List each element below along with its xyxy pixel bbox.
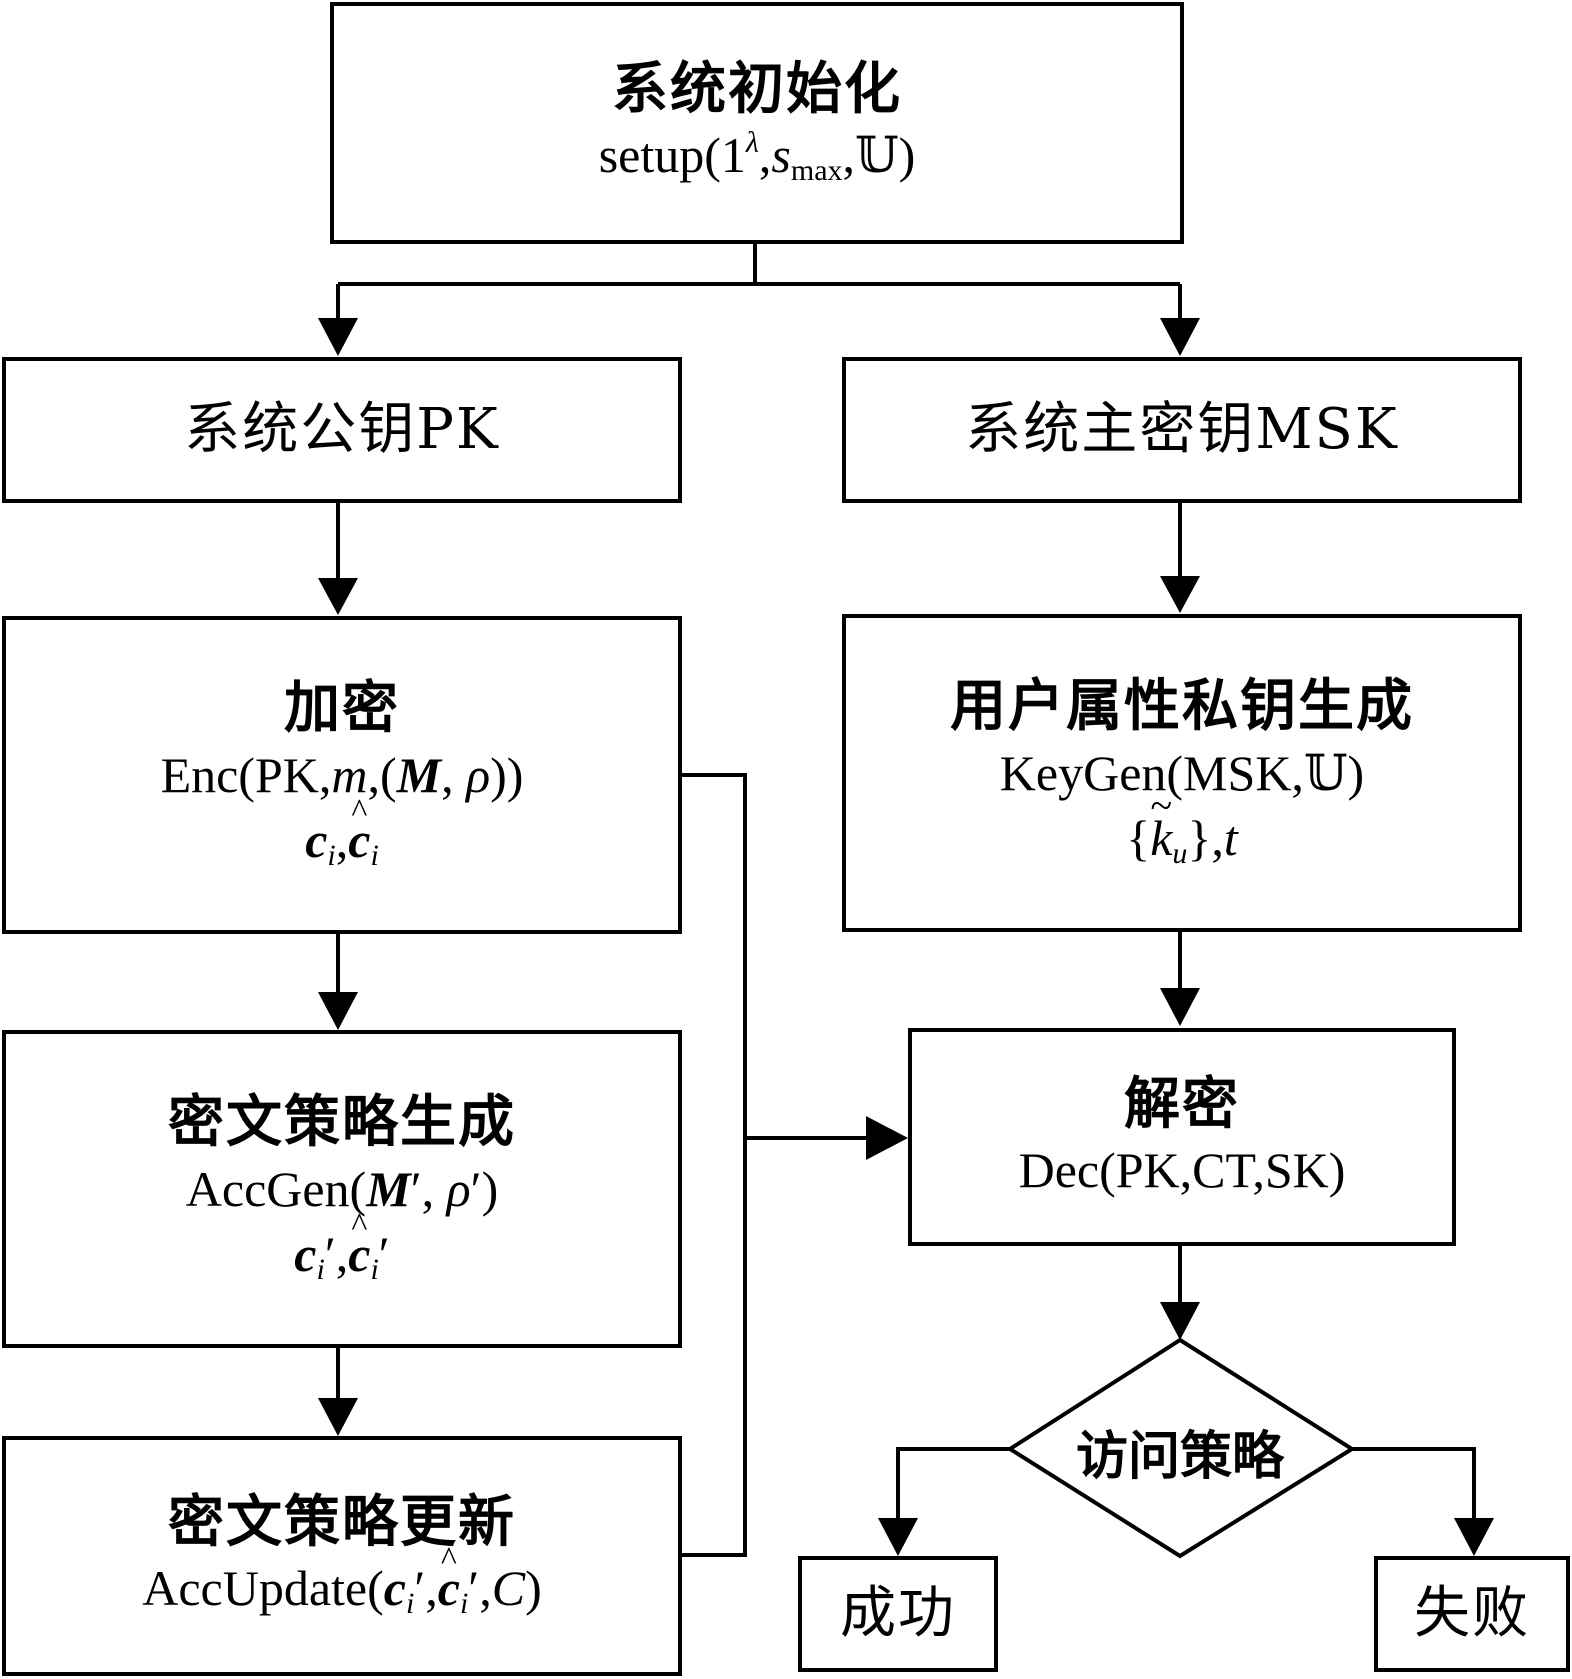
arrowhead-to-fail [1454, 1518, 1494, 1556]
node-dec: 解密 Dec(PK,CT,SK) [908, 1028, 1456, 1246]
node-keygen-output: {ku},t [1126, 806, 1238, 873]
node-enc-title: 加密 [284, 675, 400, 742]
node-accgen-output: ci′,ci′ [294, 1222, 389, 1289]
node-fail-title: 失败 [1414, 1581, 1530, 1647]
node-enc-expr: Enc(PK,m,(M, ρ)) [160, 746, 524, 803]
node-pk: 系统公钥PK [2, 357, 682, 503]
connector-policy-success [896, 1447, 1010, 1520]
node-accupdate-title: 密文策略更新 [168, 1488, 516, 1555]
node-msk: 系统主密钥MSK [842, 357, 1522, 503]
node-setup-expr: setup(1λ,smax,𝕌) [598, 126, 916, 188]
node-setup: 系统初始化 setup(1λ,smax,𝕌) [330, 2, 1184, 244]
arrowhead-to-dec [1160, 988, 1200, 1026]
arrowhead-to-policy [1160, 1302, 1200, 1340]
arrowhead-to-msk [1160, 318, 1200, 356]
node-keygen: 用户属性私钥生成 KeyGen(MSK,𝕌) {ku},t [842, 614, 1522, 932]
node-keygen-expr: KeyGen(MSK,𝕌) [999, 744, 1365, 801]
arrowhead-to-enc [318, 578, 358, 615]
node-policy-label: 访问策略 [1075, 1426, 1284, 1487]
node-success: 成功 [798, 1556, 998, 1672]
connector-side-bus [680, 773, 747, 1557]
node-accgen: 密文策略生成 AccGen(M′, ρ′) ci′,ci′ [2, 1030, 682, 1348]
node-dec-expr: Dec(PK,CT,SK) [1018, 1142, 1346, 1199]
node-msk-title: 系统主密钥MSK [965, 397, 1399, 463]
node-fail: 失败 [1374, 1556, 1570, 1672]
node-success-title: 成功 [840, 1581, 956, 1647]
node-accupdate-expr: AccUpdate(ci′,ci′,C) [142, 1556, 542, 1623]
arrowhead-to-accgen [318, 992, 358, 1030]
node-enc-output: ci,ci [305, 808, 379, 875]
arrowhead-to-pk [318, 318, 358, 356]
node-accupdate: 密文策略更新 AccUpdate(ci′,ci′,C) [2, 1436, 682, 1676]
node-setup-title: 系统初始化 [612, 55, 902, 122]
node-accgen-expr: AccGen(M′, ρ′) [185, 1160, 499, 1217]
connector-policy-fail [1352, 1447, 1476, 1520]
arrowhead-to-accupdate [318, 1398, 358, 1436]
arrowhead-to-dec-side [866, 1116, 908, 1160]
node-keygen-title: 用户属性私钥生成 [950, 673, 1414, 740]
node-accgen-title: 密文策略生成 [168, 1089, 516, 1156]
policy-diamond [1006, 1337, 1356, 1559]
node-pk-title: 系统公钥PK [184, 397, 500, 463]
arrowhead-to-keygen [1160, 576, 1200, 613]
arrowhead-to-success [878, 1518, 918, 1556]
node-dec-title: 解密 [1124, 1070, 1240, 1137]
node-enc: 加密 Enc(PK,m,(M, ρ)) ci,ci [2, 616, 682, 934]
